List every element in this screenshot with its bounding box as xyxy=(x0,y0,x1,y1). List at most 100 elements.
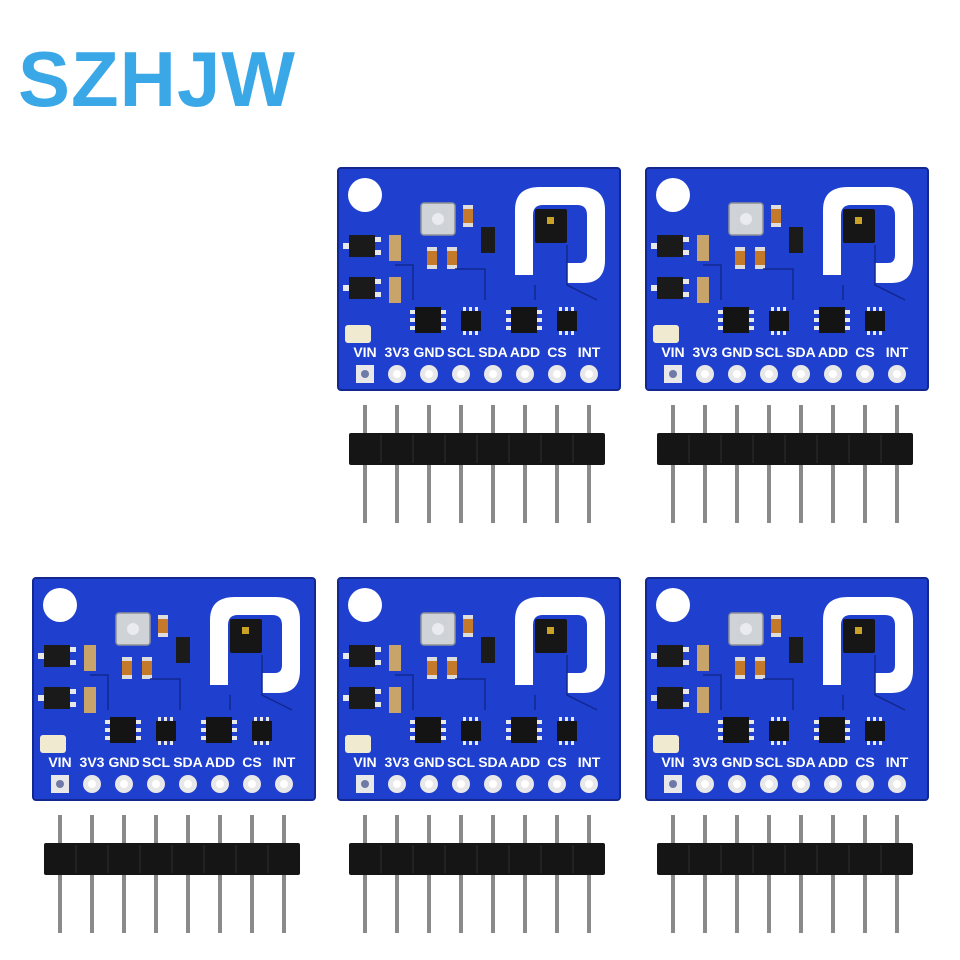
chip-pin xyxy=(506,310,511,314)
pin-label-gnd: GND xyxy=(108,754,139,770)
chip-pin xyxy=(260,741,263,745)
chip-pin xyxy=(201,736,206,740)
capacitor-end xyxy=(771,205,781,209)
brand-logo-text: SZHJW xyxy=(18,35,296,123)
regulator-pin xyxy=(38,695,44,701)
regulator-pin xyxy=(683,292,689,297)
pin-label-add: ADD xyxy=(510,344,540,360)
chip-pin xyxy=(232,720,237,724)
pcb-traces xyxy=(703,655,906,711)
smd-capacitor xyxy=(697,687,709,713)
chip-pin xyxy=(105,728,110,732)
mosfet-chip xyxy=(865,721,885,741)
chip-pin xyxy=(814,318,819,322)
chip-pin xyxy=(475,307,478,311)
pin-hole xyxy=(797,370,805,378)
pin-label-int: INT xyxy=(578,754,601,770)
chip-pin xyxy=(873,307,876,311)
mosfet-chip xyxy=(557,721,577,741)
voltage-regulator xyxy=(349,687,375,709)
capacitor-end xyxy=(158,615,168,619)
pin-label-gnd: GND xyxy=(721,344,752,360)
capacitor-end xyxy=(755,675,765,679)
level-shifter-chip xyxy=(110,717,136,743)
level-shifter-chip xyxy=(415,717,441,743)
chip-pin xyxy=(749,728,754,732)
voltage-regulator xyxy=(44,645,70,667)
pin-header xyxy=(44,815,300,933)
smd-capacitor xyxy=(697,235,709,261)
capacitor-end xyxy=(122,657,132,661)
trace xyxy=(455,678,486,710)
pin-hole xyxy=(893,780,901,788)
pin-label-sda: SDA xyxy=(478,344,508,360)
chip-pin xyxy=(537,310,542,314)
pin-hole xyxy=(152,780,160,788)
regulator-pin xyxy=(343,653,349,659)
chip-pin xyxy=(254,741,257,745)
pin-hole xyxy=(829,370,837,378)
level-shifter-chip xyxy=(723,717,749,743)
pin-label-cs: CS xyxy=(242,754,261,770)
chip-pin xyxy=(506,728,511,732)
pin-hole xyxy=(733,780,741,788)
capacitor xyxy=(447,657,457,679)
pin-hole xyxy=(797,780,805,788)
regulator-pin xyxy=(375,660,381,665)
capacitor-end xyxy=(735,675,745,679)
capacitor xyxy=(755,657,765,679)
chip-pin xyxy=(845,318,850,322)
pin-label-add: ADD xyxy=(510,754,540,770)
pin-hole xyxy=(457,370,465,378)
power-led xyxy=(40,735,66,753)
chip-pin xyxy=(506,720,511,724)
pin-hole xyxy=(669,780,677,788)
chip-pin xyxy=(463,307,466,311)
capacitor-end xyxy=(735,265,745,269)
pin-hole xyxy=(425,370,433,378)
capacitor xyxy=(447,247,457,269)
trace xyxy=(566,245,598,301)
pin-label-vin: VIN xyxy=(661,344,684,360)
pin-hole xyxy=(585,370,593,378)
voltage-regulator xyxy=(349,235,375,257)
chip-pin xyxy=(232,736,237,740)
chip-pin xyxy=(441,736,446,740)
chip-pin xyxy=(537,720,542,724)
chip-pin xyxy=(718,720,723,724)
sensor-keepout-silkscreen xyxy=(210,597,300,693)
chip-pin xyxy=(105,736,110,740)
chip-pin xyxy=(506,326,511,330)
mosfet-chip xyxy=(865,311,885,331)
chip-pin xyxy=(559,307,562,311)
chip-pin xyxy=(441,318,446,322)
capacitor xyxy=(463,205,473,227)
capacitor xyxy=(158,615,168,637)
trace xyxy=(455,268,486,300)
pin-label-sda: SDA xyxy=(478,754,508,770)
pin-label-vin: VIN xyxy=(661,754,684,770)
capacitor xyxy=(142,657,152,679)
smd-capacitor xyxy=(389,687,401,713)
pin-label-sda: SDA xyxy=(786,754,816,770)
pin-hole xyxy=(765,780,773,788)
trace xyxy=(703,264,722,300)
pcb-traces xyxy=(703,245,906,301)
chip-pin xyxy=(749,720,754,724)
trace xyxy=(150,678,181,710)
pin-hole xyxy=(56,780,64,788)
regulator-pin xyxy=(70,689,76,694)
mosfet-chip xyxy=(461,311,481,331)
pin-hole xyxy=(861,780,869,788)
pressure-sensor-port xyxy=(432,213,444,225)
regulator-pin xyxy=(651,695,657,701)
regulator-pin xyxy=(343,695,349,701)
chip-pin xyxy=(771,307,774,311)
diode xyxy=(481,227,495,253)
smd-capacitor xyxy=(697,645,709,671)
chip-pin xyxy=(783,331,786,335)
pin-header xyxy=(657,815,913,933)
power-led xyxy=(345,735,371,753)
regulator-pin xyxy=(683,237,689,242)
